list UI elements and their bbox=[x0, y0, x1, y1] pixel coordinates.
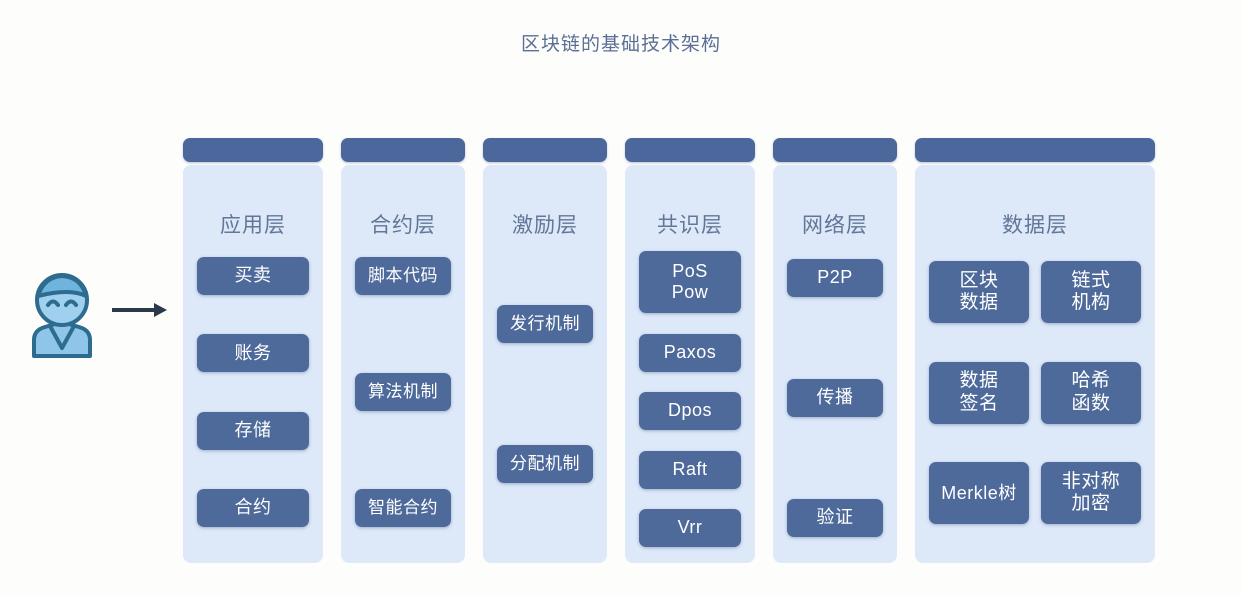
column-body: 网络层 P2P 传播 验证 bbox=[773, 165, 897, 563]
layer-items-data: 区块 数据 链式 机构 数据 签名 哈希 函数 Merkle树 非对称 加密 bbox=[929, 261, 1141, 541]
layer-items-network: P2P 传播 验证 bbox=[787, 259, 883, 537]
chip-item[interactable]: 存储 bbox=[197, 411, 309, 450]
column-cap bbox=[483, 138, 607, 162]
layer-column-data: 数据层 区块 数据 链式 机构 数据 签名 哈希 函数 Merkle树 非对称 … bbox=[915, 138, 1155, 563]
chip-item[interactable]: 传播 bbox=[787, 379, 883, 417]
chip-item[interactable]: 智能合约 bbox=[355, 489, 451, 527]
layer-items-incentive: 发行机制 分配机制 bbox=[497, 305, 593, 483]
layer-column-contract: 合约层 脚本代码 算法机制 智能合约 bbox=[341, 138, 465, 563]
chip-item[interactable]: Vrr bbox=[639, 509, 741, 547]
chip-item[interactable]: 合约 bbox=[197, 488, 309, 527]
chip-item[interactable]: P2P bbox=[787, 259, 883, 297]
page-title: 区块链的基础技术架构 bbox=[520, 34, 721, 55]
chip-item[interactable]: 买卖 bbox=[197, 257, 309, 295]
column-cap bbox=[915, 138, 1155, 162]
chip-item[interactable]: Dpos bbox=[639, 392, 741, 430]
layer-title-consensus: 共识层 bbox=[657, 214, 723, 237]
chip-item[interactable]: 非对称 加密 bbox=[1041, 462, 1141, 525]
column-cap bbox=[773, 138, 897, 162]
chip-item[interactable]: 发行机制 bbox=[497, 305, 593, 343]
layer-title-application: 应用层 bbox=[220, 214, 286, 237]
layer-column-consensus: 共识层 PoS Pow Paxos Dpos Raft Vrr bbox=[625, 138, 755, 563]
layer-items-application: 买卖 账务 存储 合约 bbox=[197, 257, 309, 527]
column-cap bbox=[625, 138, 755, 162]
chip-item[interactable]: 账务 bbox=[197, 334, 309, 373]
column-body: 应用层 买卖 账务 存储 合约 bbox=[183, 165, 323, 563]
column-body: 激励层 发行机制 分配机制 bbox=[483, 165, 607, 563]
layer-title-network: 网络层 bbox=[802, 214, 868, 237]
layer-title-data: 数据层 bbox=[1002, 214, 1068, 237]
arrow-right-icon bbox=[110, 300, 168, 320]
layer-items-contract: 脚本代码 算法机制 智能合约 bbox=[355, 257, 451, 527]
user-avatar-icon bbox=[28, 270, 96, 358]
chip-item[interactable]: Raft bbox=[639, 450, 741, 489]
chip-item[interactable]: PoS Pow bbox=[639, 251, 741, 313]
layer-title-contract: 合约层 bbox=[370, 214, 436, 237]
column-cap bbox=[183, 138, 323, 162]
layer-column-network: 网络层 P2P 传播 验证 bbox=[773, 138, 897, 563]
chip-item[interactable]: 区块 数据 bbox=[929, 261, 1029, 323]
chip-item[interactable]: 脚本代码 bbox=[355, 257, 451, 295]
column-cap bbox=[341, 138, 465, 162]
chip-item[interactable]: 哈希 函数 bbox=[1041, 361, 1141, 424]
column-body: 合约层 脚本代码 算法机制 智能合约 bbox=[341, 165, 465, 563]
chip-item[interactable]: 分配机制 bbox=[497, 445, 593, 483]
column-body: 数据层 区块 数据 链式 机构 数据 签名 哈希 函数 Merkle树 非对称 … bbox=[915, 165, 1155, 563]
chip-item[interactable]: 数据 签名 bbox=[929, 361, 1029, 424]
chip-item[interactable]: 算法机制 bbox=[355, 373, 451, 411]
column-body: 共识层 PoS Pow Paxos Dpos Raft Vrr bbox=[625, 165, 755, 563]
chip-item[interactable]: Merkle树 bbox=[929, 462, 1029, 525]
architecture-stack: 应用层 买卖 账务 存储 合约 合约层 脚本代码 算法机制 智能合约 激励层 bbox=[183, 138, 1229, 563]
layer-column-incentive: 激励层 发行机制 分配机制 bbox=[483, 138, 607, 563]
layer-column-application: 应用层 买卖 账务 存储 合约 bbox=[183, 138, 323, 563]
chip-item[interactable]: 验证 bbox=[787, 499, 883, 537]
chip-item[interactable]: 链式 机构 bbox=[1041, 261, 1141, 323]
chip-item[interactable]: Paxos bbox=[639, 333, 741, 372]
layer-title-incentive: 激励层 bbox=[512, 214, 578, 237]
layer-items-consensus: PoS Pow Paxos Dpos Raft Vrr bbox=[639, 251, 741, 547]
